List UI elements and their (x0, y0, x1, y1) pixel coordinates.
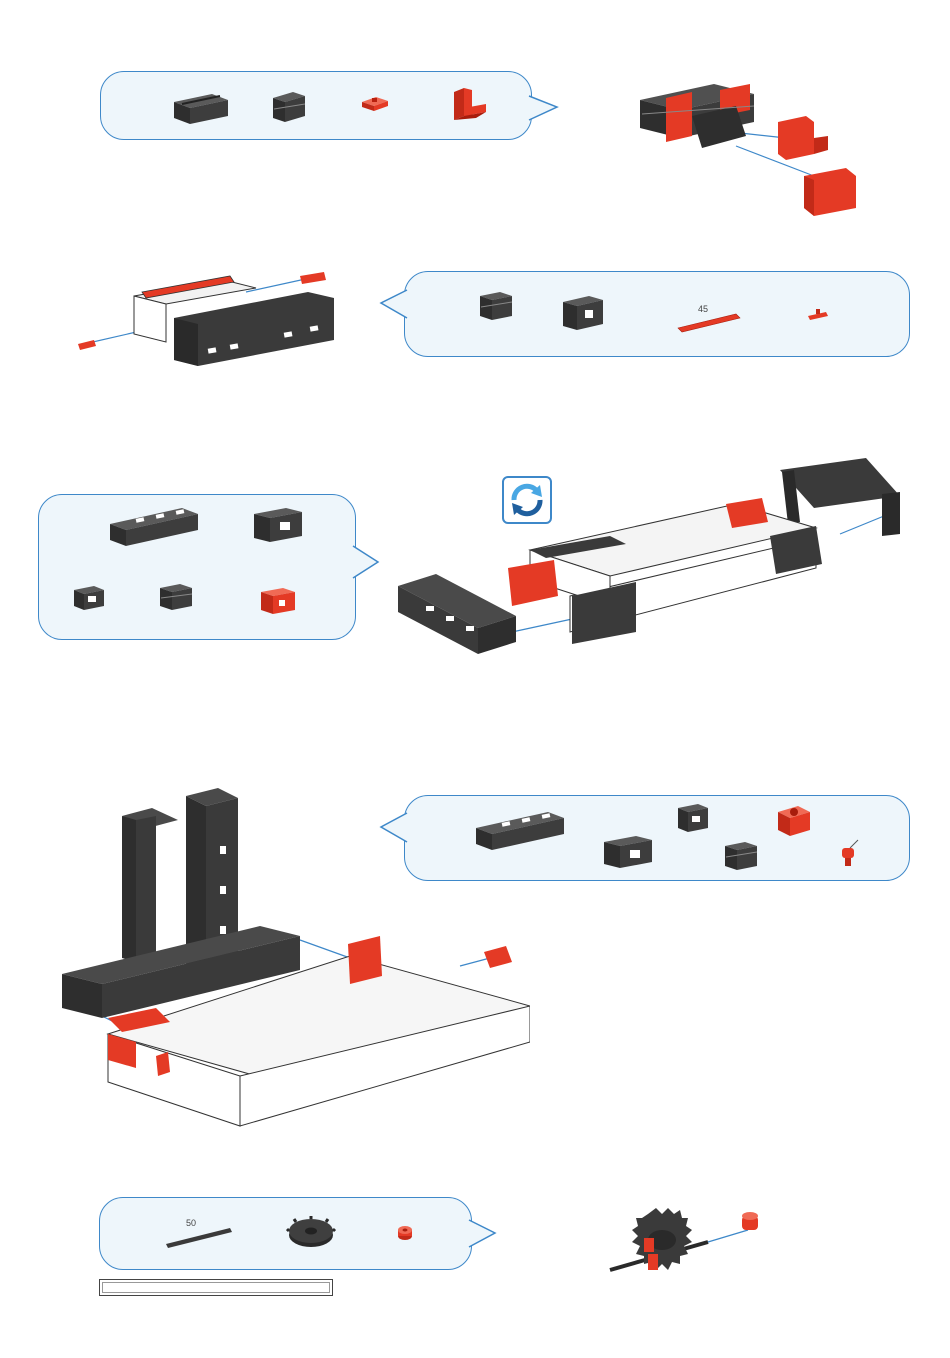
building-cube-black-part (676, 800, 712, 836)
progress-bar-fill-area (102, 1282, 330, 1293)
block-15-part (478, 288, 514, 324)
assembly-step5 (608, 1204, 784, 1294)
block-30-part (172, 90, 230, 126)
assembly-step1 (636, 76, 866, 226)
building-cube-red-part (259, 584, 299, 618)
rod-45-part: 45 (676, 300, 742, 336)
hub-red-part (776, 802, 812, 840)
building-box-part (600, 832, 656, 872)
block-15-part (158, 580, 194, 614)
building-cube-black-part (72, 582, 106, 612)
gear-part (286, 1215, 336, 1251)
angle-block-red-part (450, 86, 490, 124)
block-15-part (271, 88, 307, 126)
assembly-step2 (74, 262, 344, 380)
building-box-part (559, 292, 607, 334)
block-90-part (106, 502, 202, 550)
building-plate-red-part (360, 94, 390, 114)
block-90-part (472, 806, 568, 854)
axle-50-part: 50 (164, 1214, 236, 1250)
building-box-part (250, 504, 306, 546)
connector-pin-part (806, 306, 832, 324)
collar-red-part (395, 1222, 415, 1242)
block-15-part (723, 838, 759, 874)
axle-length-label: 50 (186, 1218, 196, 1228)
progress-bar (99, 1279, 333, 1296)
plug-red-part (838, 838, 862, 870)
rod-length-label: 45 (698, 304, 708, 314)
assembly-step3 (396, 456, 906, 656)
